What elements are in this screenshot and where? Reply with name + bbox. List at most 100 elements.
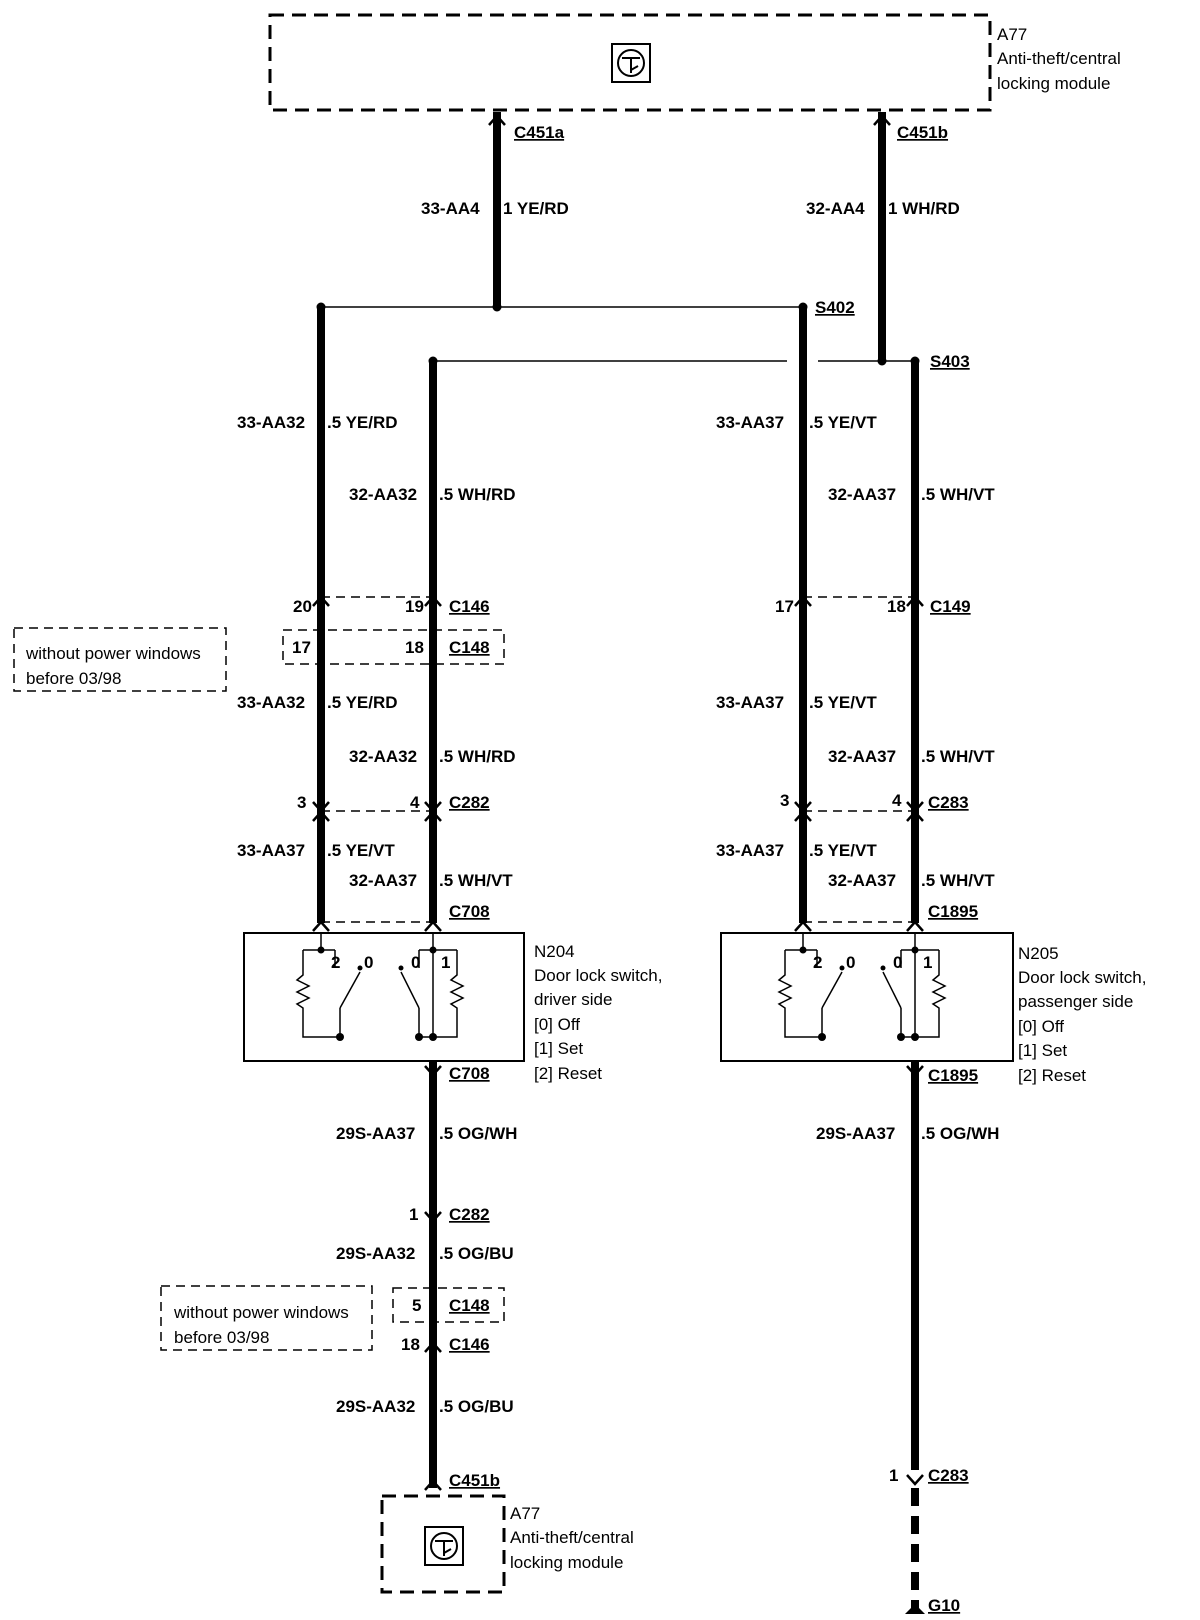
wire-spec: 1 YE/RD — [503, 199, 569, 218]
splice-buses — [321, 306, 915, 362]
pin-number: 4 — [892, 791, 902, 810]
connector-c1895-top: C1895 — [928, 902, 978, 921]
connector-c283-top: C283 — [928, 793, 969, 812]
passenger-switch-name-2: passenger side — [1018, 992, 1133, 1011]
contact-label: 1 — [923, 953, 932, 972]
pin-number: 18 — [405, 638, 424, 657]
bottom-module-name-2: locking module — [510, 1553, 623, 1572]
wire-circuit: 33-AA37 — [716, 841, 784, 860]
note-upper-box — [13, 627, 227, 692]
wire-spec: .5 YE/VT — [809, 413, 877, 432]
ground-icon — [905, 1604, 925, 1614]
splice-s402: S402 — [815, 298, 855, 317]
wire-spec: .5 WH/VT — [439, 871, 513, 890]
contact-label: 0 — [846, 953, 855, 972]
connector-c146-top: C146 — [449, 597, 490, 616]
connector-c451b-top: C451b — [897, 123, 948, 142]
connector-outlines-1 — [282, 596, 915, 665]
main-wires — [317, 307, 919, 923]
note-lower-line2: before 03/98 — [174, 1328, 269, 1347]
ground-wires — [429, 1061, 919, 1488]
connector-c283-bottom: C283 — [928, 1466, 969, 1485]
connector-c149: C149 — [930, 597, 971, 616]
wire-circuit: 29S-AA32 — [336, 1397, 415, 1416]
wire-circuit: 33-AA32 — [237, 413, 305, 432]
bottom-module-ref: A77 — [510, 1504, 540, 1523]
wire-spec: .5 OG/WH — [921, 1124, 999, 1143]
top-module: A77 Anti-theft/central locking module — [268, 13, 1121, 112]
wire-spec: .5 YE/RD — [327, 693, 398, 712]
contact-label: 0 — [364, 953, 373, 972]
wire-circuit: 32-AA4 — [806, 199, 865, 218]
driver-switch-pos1: [1] Set — [534, 1039, 583, 1058]
module-symbol-icon — [611, 43, 651, 83]
pin-number: 17 — [775, 597, 794, 616]
pin-number: 18 — [401, 1335, 420, 1354]
wire-circuit: 33-AA37 — [237, 841, 305, 860]
passenger-switch-pos2: [2] Reset — [1018, 1066, 1086, 1085]
note-lower-box — [160, 1285, 373, 1351]
note-lower-line1: without power windows — [173, 1303, 349, 1322]
contact-label: 2 — [813, 953, 822, 972]
ground-chevrons — [424, 1065, 924, 1491]
connector-c708-top: C708 — [449, 902, 490, 921]
driver-switch-internals — [295, 933, 465, 1038]
contact-label: 2 — [331, 953, 340, 972]
pin-number: 20 — [293, 597, 312, 616]
driver-switch-ref: N204 — [534, 942, 575, 961]
connector-c146-bottom: C146 — [449, 1335, 490, 1354]
connector-chevrons-2 — [312, 801, 924, 822]
driver-switch: 2 0 0 1 N204 Door lock switch, driver si… — [243, 932, 662, 1083]
contact-label: 1 — [441, 953, 450, 972]
wire-circuit: 29S-AA37 — [816, 1124, 895, 1143]
wire-spec: .5 YE/VT — [809, 693, 877, 712]
wire-spec: 1 WH/RD — [888, 199, 960, 218]
wire-circuit: 33-AA37 — [716, 413, 784, 432]
wire-circuit: 29S-AA32 — [336, 1244, 415, 1263]
driver-switch-name-1: Door lock switch, — [534, 966, 662, 985]
pin-number: 4 — [410, 793, 420, 812]
wire-spec: .5 WH/VT — [921, 871, 995, 890]
passenger-switch-pos0: [0] Off — [1018, 1017, 1064, 1036]
driver-switch-pos0: [0] Off — [534, 1015, 580, 1034]
connector-c148-top: C148 — [449, 638, 490, 657]
connector-c1895-bottom: C1895 — [928, 1066, 978, 1085]
wire-spec: .5 WH/VT — [921, 485, 995, 504]
wire-circuit: 33-AA4 — [421, 199, 480, 218]
wire-spec: .5 WH/RD — [439, 747, 516, 766]
feed-wires — [488, 112, 891, 362]
pin-number: 19 — [405, 597, 424, 616]
pin-number: 18 — [887, 597, 906, 616]
wire-spec: .5 YE/RD — [327, 413, 398, 432]
passenger-switch-pos1: [1] Set — [1018, 1041, 1067, 1060]
bottom-module: A77 Anti-theft/central locking module — [380, 1494, 634, 1594]
wire-circuit: 32-AA32 — [349, 485, 417, 504]
connector-chevrons-1 — [312, 595, 924, 607]
top-module-ref: A77 — [997, 25, 1027, 44]
wire-circuit: 32-AA37 — [828, 871, 896, 890]
wire-circuit: 33-AA37 — [716, 693, 784, 712]
note-upper-line2: before 03/98 — [26, 669, 121, 688]
wire-circuit: 32-AA32 — [349, 747, 417, 766]
wire-spec: .5 WH/RD — [439, 485, 516, 504]
wire-spec: .5 YE/VT — [327, 841, 395, 860]
pin-number: 1 — [889, 1466, 898, 1485]
connector-c451a: C451a — [514, 123, 565, 142]
wire-circuit: 32-AA37 — [828, 747, 896, 766]
pin-number: 1 — [409, 1205, 418, 1224]
top-module-name-1: Anti-theft/central — [997, 49, 1121, 68]
bottom-module-name-1: Anti-theft/central — [510, 1528, 634, 1547]
note-upper-line1: without power windows — [25, 644, 201, 663]
wire-spec: .5 OG/WH — [439, 1124, 517, 1143]
connector-c282-top: C282 — [449, 793, 490, 812]
wire-circuit: 29S-AA37 — [336, 1124, 415, 1143]
connector-c282-bottom: C282 — [449, 1205, 490, 1224]
pin-number: 3 — [297, 793, 306, 812]
passenger-switch-ref: N205 — [1018, 944, 1059, 963]
connector-c708-bottom: C708 — [449, 1064, 490, 1083]
ground-g10: G10 — [928, 1596, 960, 1615]
wire-spec: .5 OG/BU — [439, 1397, 514, 1416]
pin-number: 5 — [412, 1296, 421, 1315]
module-symbol-icon — [424, 1526, 464, 1566]
